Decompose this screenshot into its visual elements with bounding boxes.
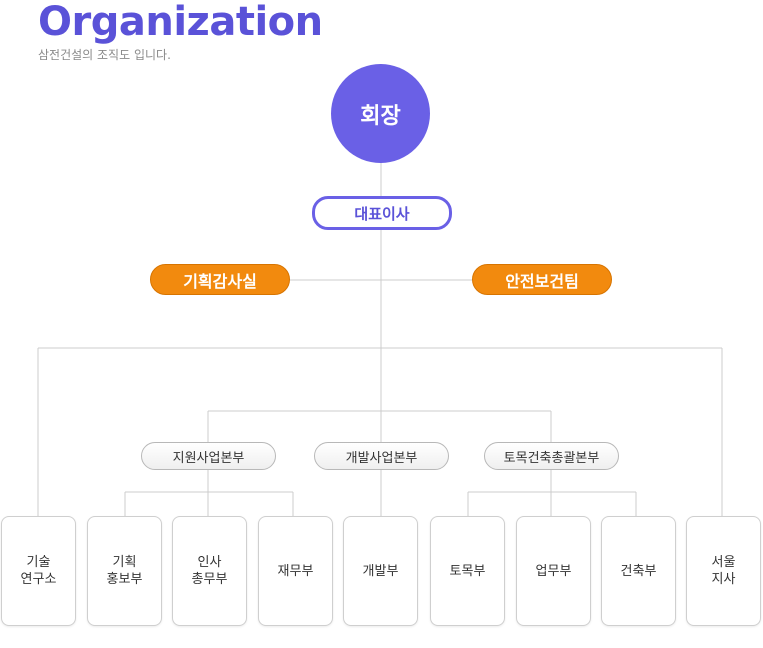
- division-node-support: 지원사업본부: [141, 442, 276, 470]
- dept-node: 토목부: [430, 516, 505, 626]
- dept-node: 개발부: [343, 516, 418, 626]
- chairman-node: 회장: [331, 64, 430, 163]
- staff-node-planning-audit: 기획감사실: [150, 264, 290, 295]
- ceo-node: 대표이사: [312, 196, 452, 230]
- staff-node-safety-health: 안전보건팀: [472, 264, 612, 295]
- division-node-civil-architecture: 토목건축총괄본부: [484, 442, 619, 470]
- dept-node: 재무부: [258, 516, 333, 626]
- dept-node: 건축부: [601, 516, 676, 626]
- dept-node: 업무부: [516, 516, 591, 626]
- page-title: Organization: [38, 0, 323, 45]
- division-node-development: 개발사업본부: [314, 442, 449, 470]
- page-subtitle: 삼전건설의 조직도 입니다.: [38, 48, 171, 62]
